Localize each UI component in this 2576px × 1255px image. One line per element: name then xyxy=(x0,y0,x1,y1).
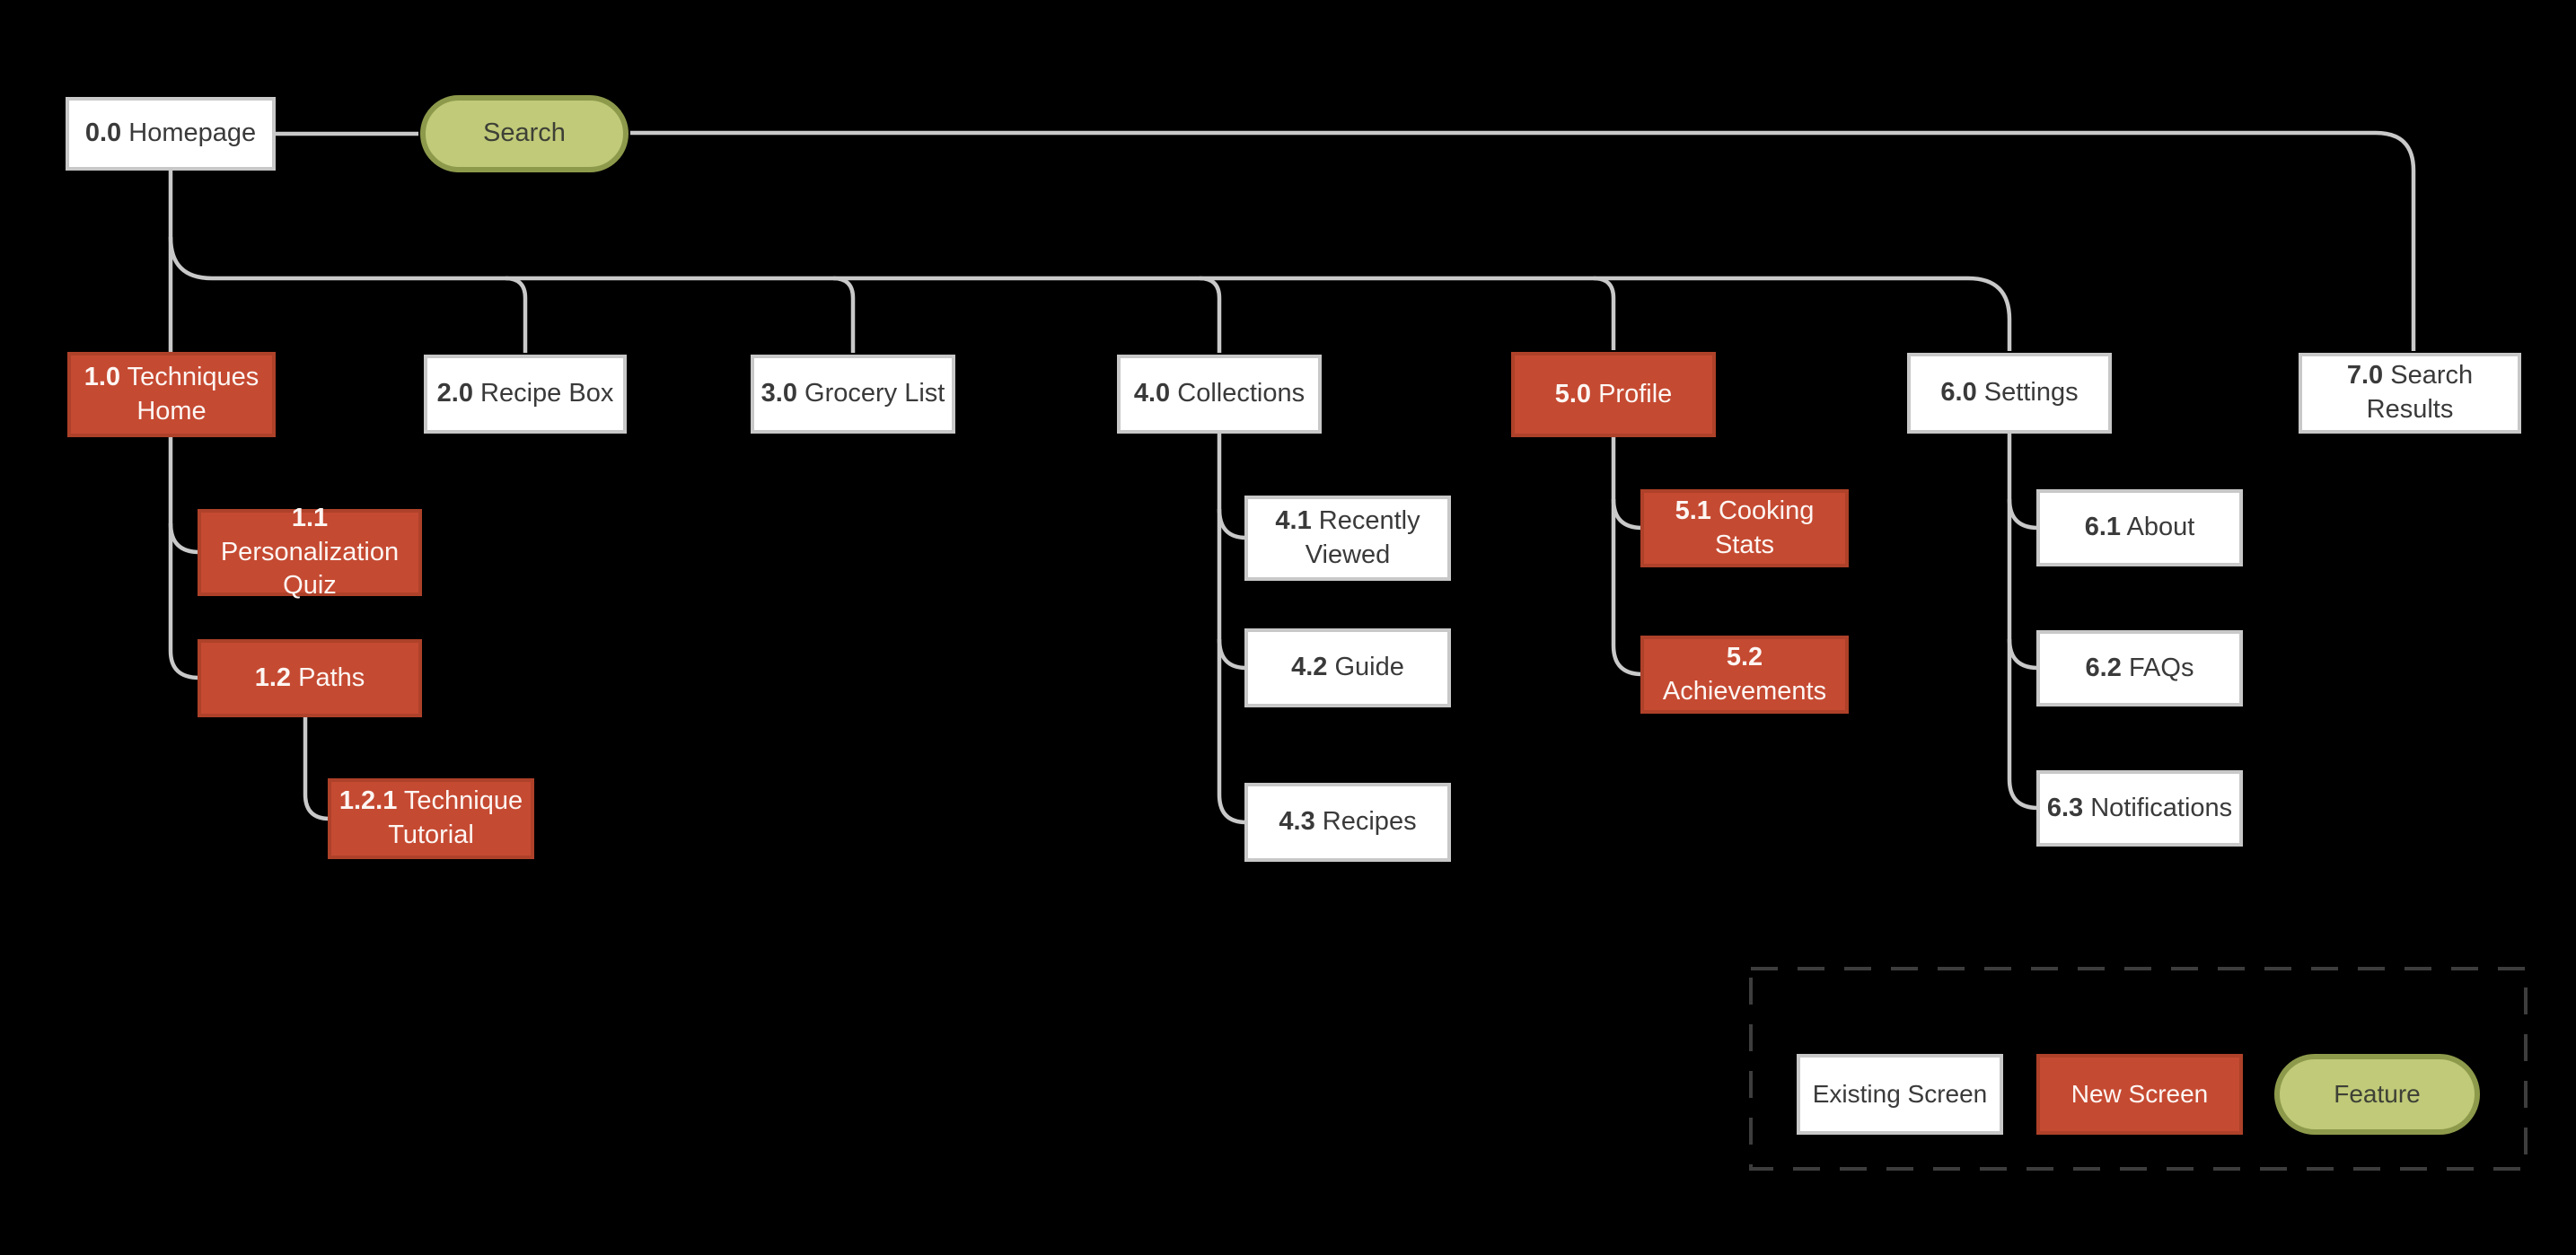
node-label: 4.0 Collections xyxy=(1133,379,1306,408)
node-5-2-achievements[interactable]: 5.2 Achievements xyxy=(1640,636,1849,714)
node-label: Search xyxy=(483,118,566,148)
node-label: 3.0 Grocery List xyxy=(760,379,945,408)
connector-6x-stem xyxy=(2007,434,2039,811)
legend-new-screen-swatch[interactable]: New Screen xyxy=(2036,1054,2243,1135)
node-label: 6.2 FAQs xyxy=(2085,653,2194,682)
connector-branch-1-2-1 xyxy=(303,717,330,821)
node-label: 1.0 Techniques Home xyxy=(84,362,259,426)
node-1-0-techniques-home[interactable]: 1.0 Techniques Home xyxy=(67,352,276,437)
node-label: 4.3 Recipes xyxy=(1279,807,1417,837)
node-5-0-profile[interactable]: 5.0 Profile xyxy=(1511,352,1716,437)
connector-branch-6-2 xyxy=(2007,638,2039,671)
node-label: 4.2 Guide xyxy=(1291,653,1404,682)
feature-search[interactable]: Search xyxy=(420,95,629,172)
node-label: 5.0 Profile xyxy=(1554,379,1673,408)
node-1-2-1-technique-tutorial[interactable]: 1.2.1 Technique Tutorial xyxy=(328,778,534,859)
node-label: 1.1 Personalization Quiz xyxy=(220,503,400,601)
node-4-0-collections[interactable]: 4.0 Collections xyxy=(1117,355,1322,434)
connector-trunk xyxy=(168,236,2012,351)
node-6-3-notifications[interactable]: 6.3 Notifications xyxy=(2036,770,2243,847)
node-4-2-guide[interactable]: 4.2 Guide xyxy=(1244,628,1451,707)
legend-existing-screen-swatch[interactable]: Existing Screen xyxy=(1797,1054,2003,1135)
connector-4x-stem xyxy=(1217,434,1247,825)
node-2-0-recipe-box[interactable]: 2.0 Recipe Box xyxy=(424,355,627,434)
node-6-1-about[interactable]: 6.1 About xyxy=(2036,489,2243,566)
connector-branch-6-1 xyxy=(2007,498,2039,531)
connector-1x-stem xyxy=(168,437,200,680)
node-3-0-grocery-list[interactable]: 3.0 Grocery List xyxy=(751,355,955,434)
node-label: 4.1 Recently Viewed xyxy=(1275,505,1420,569)
connector-branch-5-1 xyxy=(1611,498,1643,531)
node-1-2-paths[interactable]: 1.2 Paths xyxy=(198,639,422,717)
node-label: 0.0 Homepage xyxy=(84,118,257,148)
node-label: 1.2.1 Technique Tutorial xyxy=(338,786,523,849)
connector-drop-recipe-box xyxy=(505,276,528,353)
connector-drop-grocery-list xyxy=(832,276,856,353)
node-label: 5.1 Cooking Stats xyxy=(1675,496,1815,559)
node-4-3-recipes[interactable]: 4.3 Recipes xyxy=(1244,783,1451,862)
node-7-0-search-results[interactable]: 7.0 Search Results xyxy=(2299,353,2521,434)
connector-branch-1-1 xyxy=(168,522,200,555)
node-6-2-faqs[interactable]: 6.2 FAQs xyxy=(2036,630,2243,706)
connector-drop-collections xyxy=(1199,276,1222,353)
node-label: 6.3 Notifications xyxy=(2046,793,2233,822)
legend-label: Feature xyxy=(2334,1079,2421,1108)
legend-label: New Screen xyxy=(2070,1079,2209,1108)
connector-branch-4-2 xyxy=(1217,638,1247,671)
node-6-0-settings[interactable]: 6.0 Settings xyxy=(1907,353,2112,434)
node-0-0-homepage[interactable]: 0.0 Homepage xyxy=(66,97,276,171)
node-label: 1.2 Paths xyxy=(254,663,365,692)
connector-search-results xyxy=(630,130,2416,351)
node-label: 6.1 About xyxy=(2084,513,2195,542)
node-1-1-personalization-quiz[interactable]: 1.1 Personalization Quiz xyxy=(198,504,422,600)
node-label: 5.2 Achievements xyxy=(1662,642,1827,706)
connector-5x-stem xyxy=(1611,437,1643,677)
legend-feature-swatch[interactable]: Feature xyxy=(2274,1054,2480,1135)
node-label: 6.0 Settings xyxy=(1940,378,2079,408)
node-label: 2.0 Recipe Box xyxy=(436,379,614,408)
node-5-1-cooking-stats[interactable]: 5.1 Cooking Stats xyxy=(1640,489,1849,567)
connector-drop-profile xyxy=(1593,276,1616,350)
legend-border xyxy=(1749,967,2528,1171)
connector-branch-4-1 xyxy=(1217,508,1247,540)
node-4-1-recently-viewed[interactable]: 4.1 Recently Viewed xyxy=(1244,496,1451,581)
legend-label: Existing Screen xyxy=(1812,1079,1988,1108)
node-label: 7.0 Search Results xyxy=(2346,361,2474,424)
